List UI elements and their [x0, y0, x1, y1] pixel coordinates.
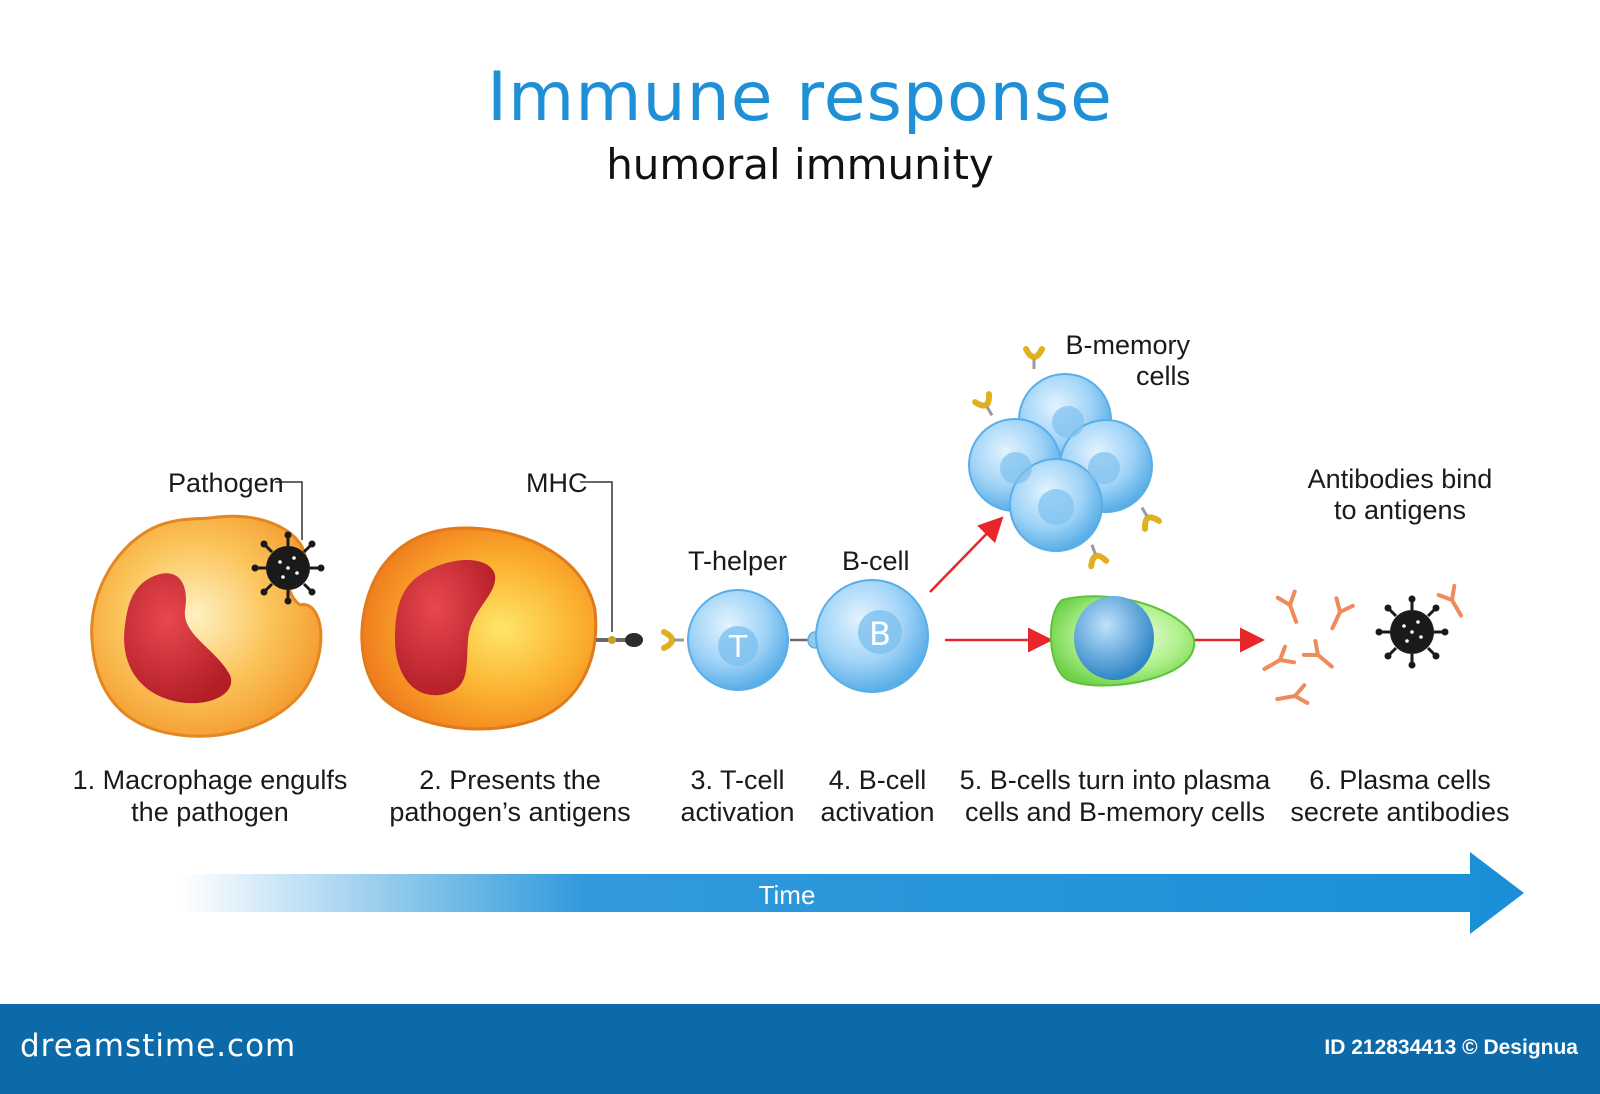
step-2-line1: 2. Presents the	[419, 765, 601, 795]
b-cell-nucleus	[858, 610, 902, 654]
step-1-line1: 1. Macrophage engulfs	[72, 765, 348, 795]
label-antibodies-line2: to antigens	[1333, 495, 1467, 525]
timeline-arrow	[180, 852, 1524, 934]
step-5-line1: 5. B-cells turn into plasma	[959, 765, 1271, 795]
t-letter: T	[728, 630, 748, 665]
step-3-line1: 3. T-cell	[690, 765, 785, 795]
plasma-cell	[1049, 595, 1196, 687]
page-title: Immune response	[486, 58, 1114, 137]
arrow-to-memory	[929, 516, 1004, 593]
brand-logo[interactable]: dreamstime.com	[20, 1028, 297, 1064]
stock-id: ID 212834413 © Designua	[1324, 1036, 1578, 1059]
step-1-caption: 1. Macrophage engulfs the pathogen	[60, 764, 360, 828]
antibodies	[1257, 583, 1471, 710]
page-subtitle: humoral immunity	[606, 140, 994, 189]
pathogen-virus	[250, 530, 326, 606]
apc-nucleus	[395, 560, 496, 696]
antigen-virus	[1374, 594, 1450, 670]
step-2-caption: 2. Presents the pathogen’s antigens	[380, 764, 640, 828]
footer-bar: dreamstime.com ID 212834413 © Designua	[0, 1004, 1600, 1094]
label-t-helper: T-helper	[688, 546, 788, 576]
step-3-line2: activation	[680, 797, 795, 827]
step-2-line2: pathogen’s antigens	[389, 797, 631, 827]
step-4-caption: 4. B-cell activation	[805, 764, 950, 828]
label-b-cell: B-cell	[842, 546, 910, 576]
step-4-line1: 4. B-cell	[828, 765, 927, 795]
b-letter: B	[869, 615, 891, 653]
step-3-caption: 3. T-cell activation	[665, 764, 810, 828]
label-b-memory: B-memory cells	[1060, 330, 1190, 392]
step-6-line1: 6. Plasma cells	[1309, 765, 1491, 795]
step-5-line2: cells and B-memory cells	[964, 797, 1266, 827]
step-4-line2: activation	[820, 797, 935, 827]
macrophage-cell	[90, 514, 323, 738]
pathogen-leader-line	[275, 481, 303, 540]
t-helper-nucleus	[718, 626, 758, 666]
label-pathogen: Pathogen	[168, 468, 284, 498]
label-mhc: MHC	[526, 468, 588, 498]
t-helper-receptor	[664, 632, 684, 648]
step-5-caption: 5. B-cells turn into plasma cells and B-…	[955, 764, 1275, 828]
label-antibodies-line1: Antibodies bind	[1307, 464, 1493, 494]
label-b-memory-line2: cells	[1135, 361, 1190, 391]
mhc-leader-line	[580, 481, 613, 632]
macrophage-nucleus	[124, 573, 232, 704]
timeline-label: Time	[759, 880, 816, 910]
step-6-caption: 6. Plasma cells secrete antibodies	[1285, 764, 1515, 828]
b-memory-cluster	[968, 349, 1159, 566]
step-6-line2: secrete antibodies	[1290, 797, 1510, 827]
mhc-complex	[596, 633, 643, 647]
antigen-presenting-cell	[360, 526, 598, 731]
step-1-line2: the pathogen	[131, 797, 289, 827]
label-b-memory-line1: B-memory	[1065, 330, 1190, 360]
label-antibodies: Antibodies bind to antigens	[1290, 464, 1510, 526]
plasma-cell-nucleus	[1074, 596, 1154, 680]
